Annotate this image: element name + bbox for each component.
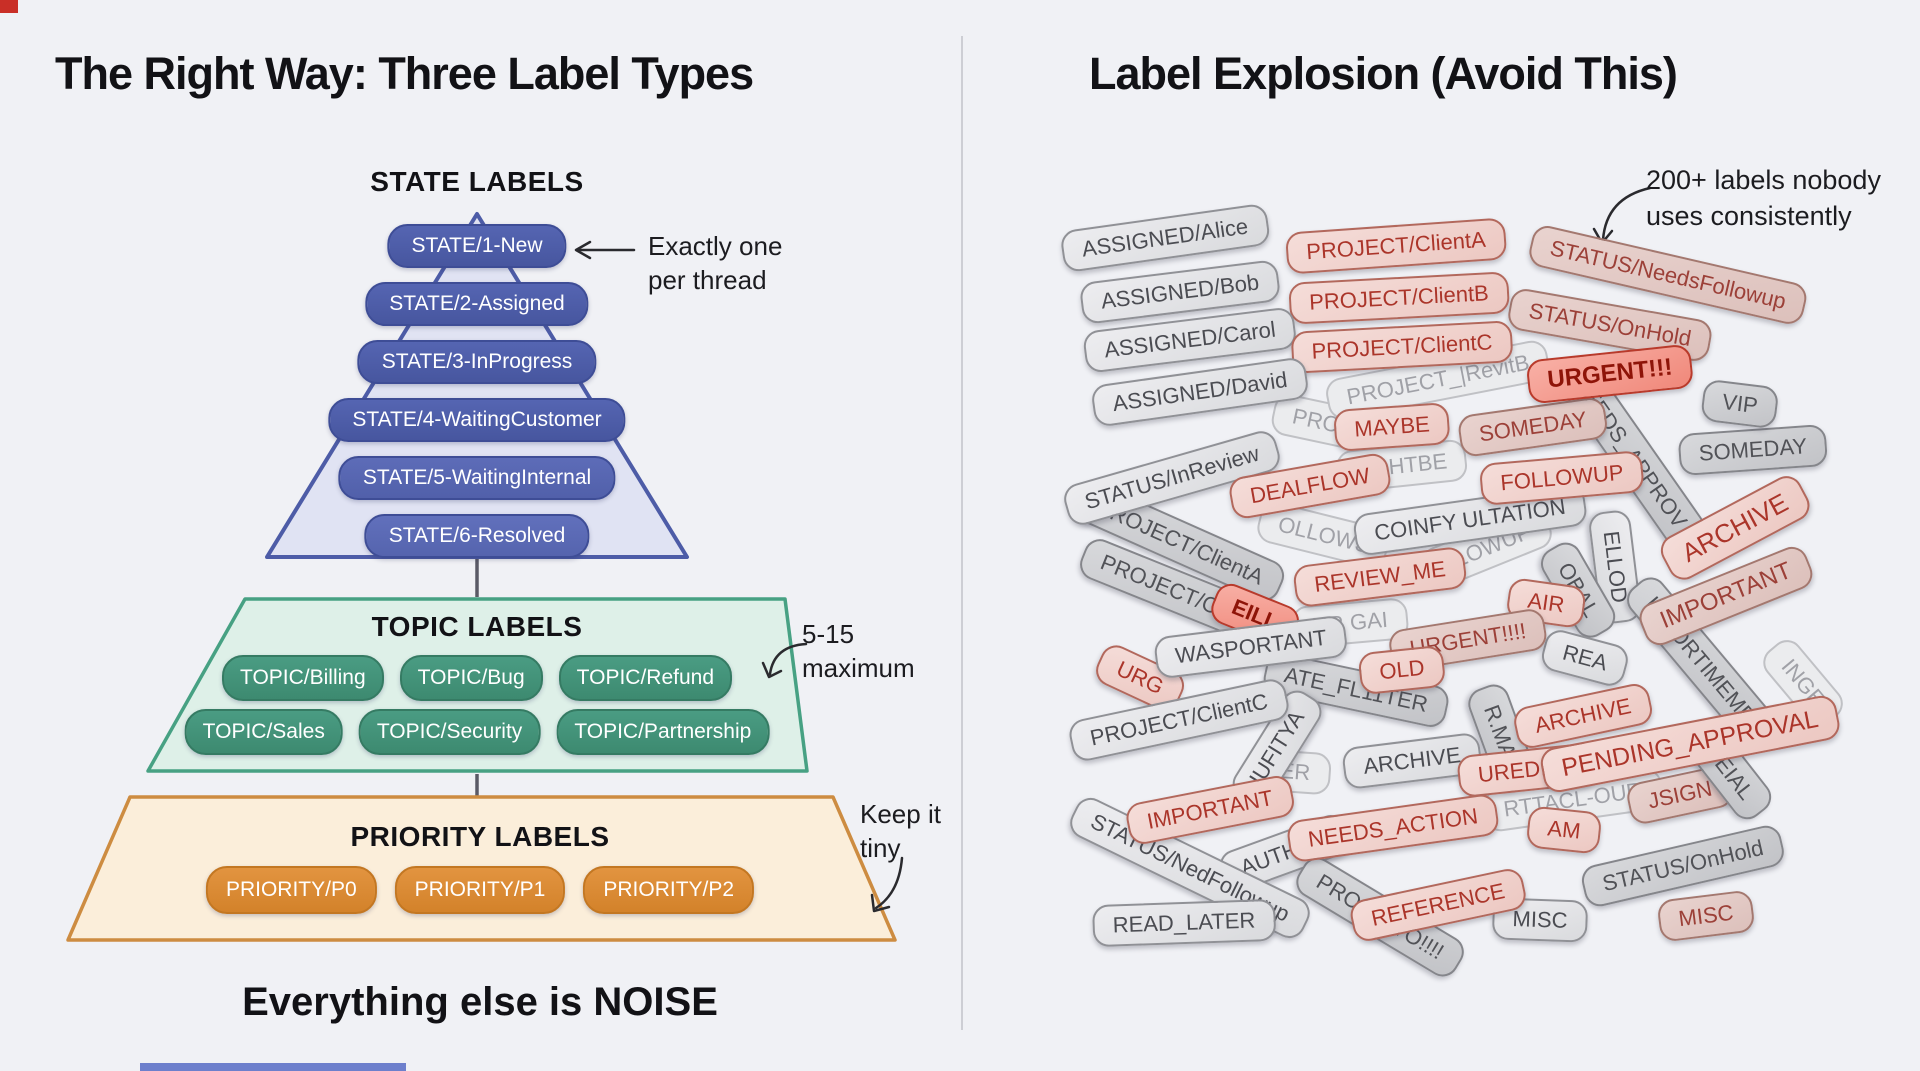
topic-label-pill: TOPIC/Refund bbox=[558, 655, 732, 701]
priority-label-pill: PRIORITY/P1 bbox=[394, 866, 566, 914]
topic-label-pill: TOPIC/Bug bbox=[399, 655, 543, 701]
left-panel-footer: Everything else is NOISE bbox=[242, 980, 718, 1024]
priority-section-header: PRIORITY LABELS bbox=[350, 821, 610, 852]
topic-label-pill: TOPIC/Billing bbox=[222, 655, 384, 701]
topic-label-pill: TOPIC/Security bbox=[358, 709, 541, 755]
priority-label-pill: PRIORITY/P0 bbox=[205, 866, 377, 914]
priority-label-pill: PRIORITY/P2 bbox=[583, 866, 755, 914]
chaos-label: STATUS/OnHold bbox=[1578, 822, 1788, 910]
chaos-label: REA bbox=[1538, 626, 1632, 690]
chaos-label: SOMEDAY bbox=[1456, 395, 1610, 459]
topic-pill-row-2: TOPIC/Sales TOPIC/Security TOPIC/Partnersh… bbox=[184, 709, 770, 755]
chaos-label: URGENT!!! bbox=[1525, 343, 1695, 405]
state-label-pill: STATE/6-Resolved bbox=[364, 514, 590, 558]
state-label-pill: STATE/4-WaitingCustomer bbox=[328, 398, 626, 442]
chaos-label: PROJECT/ClientB bbox=[1288, 271, 1510, 325]
left-panel-title: The Right Way: Three Label Types bbox=[55, 48, 754, 99]
state-label-pill: STATE/2-Assigned bbox=[365, 282, 589, 326]
chaos-label: NEEDS_ACTION bbox=[1285, 792, 1501, 864]
state-label-pill: STATE/3-InProgress bbox=[357, 340, 597, 384]
priority-pill-row: PRIORITY/P0 PRIORITY/P1 PRIORITY/P2 bbox=[205, 866, 755, 914]
chaos-label: SOMEDAY bbox=[1677, 423, 1829, 477]
chaos-label: MAYBE bbox=[1332, 402, 1452, 452]
panel-divider bbox=[961, 36, 963, 1030]
topic-section-header: TOPIC LABELS bbox=[371, 611, 583, 642]
right-panel-title: Label Explosion (Avoid This) bbox=[1089, 48, 1678, 99]
chaos-label: PROJECT/ClientA bbox=[1284, 217, 1508, 275]
annotation-tiny: Keep it tiny bbox=[860, 799, 941, 863]
chaos-label: MISC bbox=[1656, 889, 1756, 943]
callout-text: 200+ labels nobody uses consistently bbox=[1646, 165, 1881, 232]
corner-blue-bar bbox=[140, 1063, 406, 1071]
annotation-max: 5-15 maximum bbox=[802, 619, 915, 683]
state-label-pill: STATE/1-New bbox=[387, 224, 567, 268]
chaos-label: FOLLOWUP bbox=[1478, 449, 1646, 507]
chaos-label: READ_LATER bbox=[1092, 898, 1276, 948]
chaos-label: VIP bbox=[1699, 378, 1781, 430]
topic-label-pill: TOPIC/Sales bbox=[184, 709, 343, 755]
state-label-pill: STATE/5-WaitingInternal bbox=[338, 456, 616, 500]
chaos-label: AM bbox=[1525, 805, 1603, 855]
annotation-exactly-one: Exactly one per thread bbox=[648, 231, 783, 295]
topic-pill-row-1: TOPIC/Billing TOPIC/Bug TOPIC/Refund bbox=[222, 655, 732, 701]
state-section-header: STATE LABELS bbox=[370, 166, 584, 197]
topic-label-pill: TOPIC/Partnership bbox=[556, 709, 770, 755]
corner-red-mark bbox=[0, 0, 18, 13]
